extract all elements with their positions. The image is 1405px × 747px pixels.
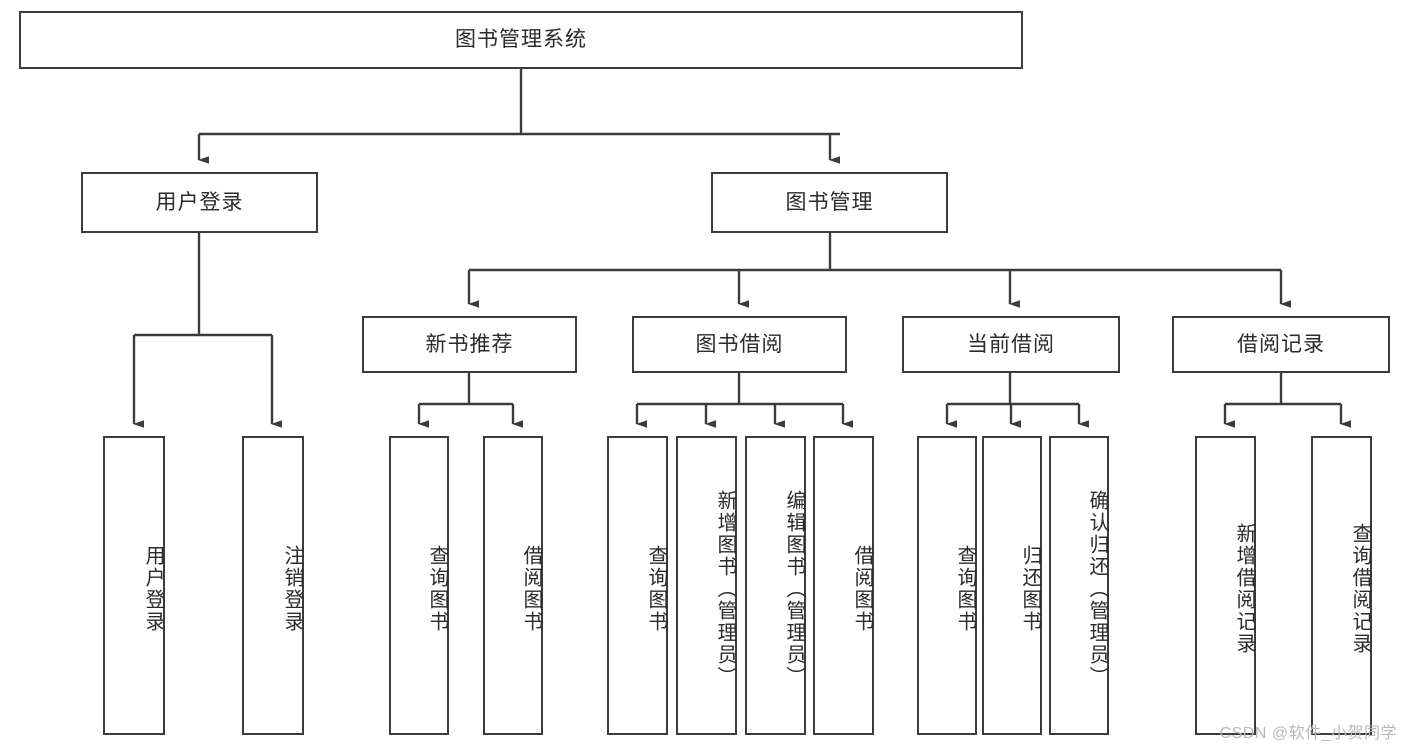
node-borrow-record-label: 借阅记录 (1237, 332, 1325, 356)
node-leaf-add-record-label: 新增借阅记录 (1233, 522, 1255, 655)
node-leaf-query-book-3[interactable]: 查询图书 (917, 436, 977, 735)
node-leaf-logout-label: 注销登录 (281, 544, 303, 633)
node-leaf-add-book[interactable]: 新增图书（管理员） (676, 436, 737, 735)
node-root[interactable]: 图书管理系统 (19, 11, 1023, 69)
node-leaf-add-record[interactable]: 新增借阅记录 (1195, 436, 1256, 735)
node-leaf-query-book-1[interactable]: 查询图书 (389, 436, 449, 735)
node-leaf-borrow-book-1[interactable]: 借阅图书 (483, 436, 543, 735)
node-leaf-query-record-label: 查询借阅记录 (1349, 522, 1371, 655)
node-user-login[interactable]: 用户登录 (81, 172, 318, 233)
node-leaf-borrow-book-2-label: 借阅图书 (851, 544, 873, 633)
node-leaf-query-record[interactable]: 查询借阅记录 (1311, 436, 1372, 735)
node-leaf-confirm-return[interactable]: 确认归还（管理员） (1049, 436, 1109, 735)
node-leaf-edit-book-label: 编辑图书（管理员） (783, 489, 805, 688)
node-leaf-confirm-return-label: 确认归还（管理员） (1086, 489, 1108, 688)
node-borrow-record[interactable]: 借阅记录 (1172, 316, 1390, 373)
node-leaf-query-book-3-label: 查询图书 (954, 544, 976, 633)
node-leaf-user-login[interactable]: 用户登录 (103, 436, 165, 735)
node-user-login-label: 用户登录 (155, 190, 244, 214)
node-new-book-rec-label: 新书推荐 (425, 332, 514, 356)
node-leaf-add-book-label: 新增图书（管理员） (714, 489, 736, 688)
node-current-borrow[interactable]: 当前借阅 (902, 316, 1120, 373)
node-leaf-logout[interactable]: 注销登录 (242, 436, 304, 735)
node-book-borrow[interactable]: 图书借阅 (632, 316, 847, 373)
node-root-label: 图书管理系统 (455, 28, 587, 52)
node-leaf-borrow-book-1-label: 借阅图书 (520, 544, 542, 633)
node-book-manage-label: 图书管理 (785, 190, 874, 214)
node-book-manage[interactable]: 图书管理 (711, 172, 948, 233)
node-leaf-query-book-1-label: 查询图书 (426, 544, 448, 633)
node-leaf-return-book[interactable]: 归还图书 (982, 436, 1042, 735)
node-leaf-user-login-label: 用户登录 (142, 544, 164, 633)
node-leaf-return-book-label: 归还图书 (1019, 544, 1041, 633)
watermark: CSDN @软件_小贺同学 (1219, 725, 1397, 742)
node-leaf-borrow-book-2[interactable]: 借阅图书 (813, 436, 874, 735)
node-new-book-rec[interactable]: 新书推荐 (362, 316, 577, 373)
node-book-borrow-label: 图书借阅 (695, 332, 784, 356)
node-leaf-query-book-2-label: 查询图书 (645, 544, 667, 633)
node-leaf-edit-book[interactable]: 编辑图书（管理员） (745, 436, 806, 735)
node-leaf-query-book-2[interactable]: 查询图书 (607, 436, 668, 735)
node-current-borrow-label: 当前借阅 (967, 332, 1055, 356)
